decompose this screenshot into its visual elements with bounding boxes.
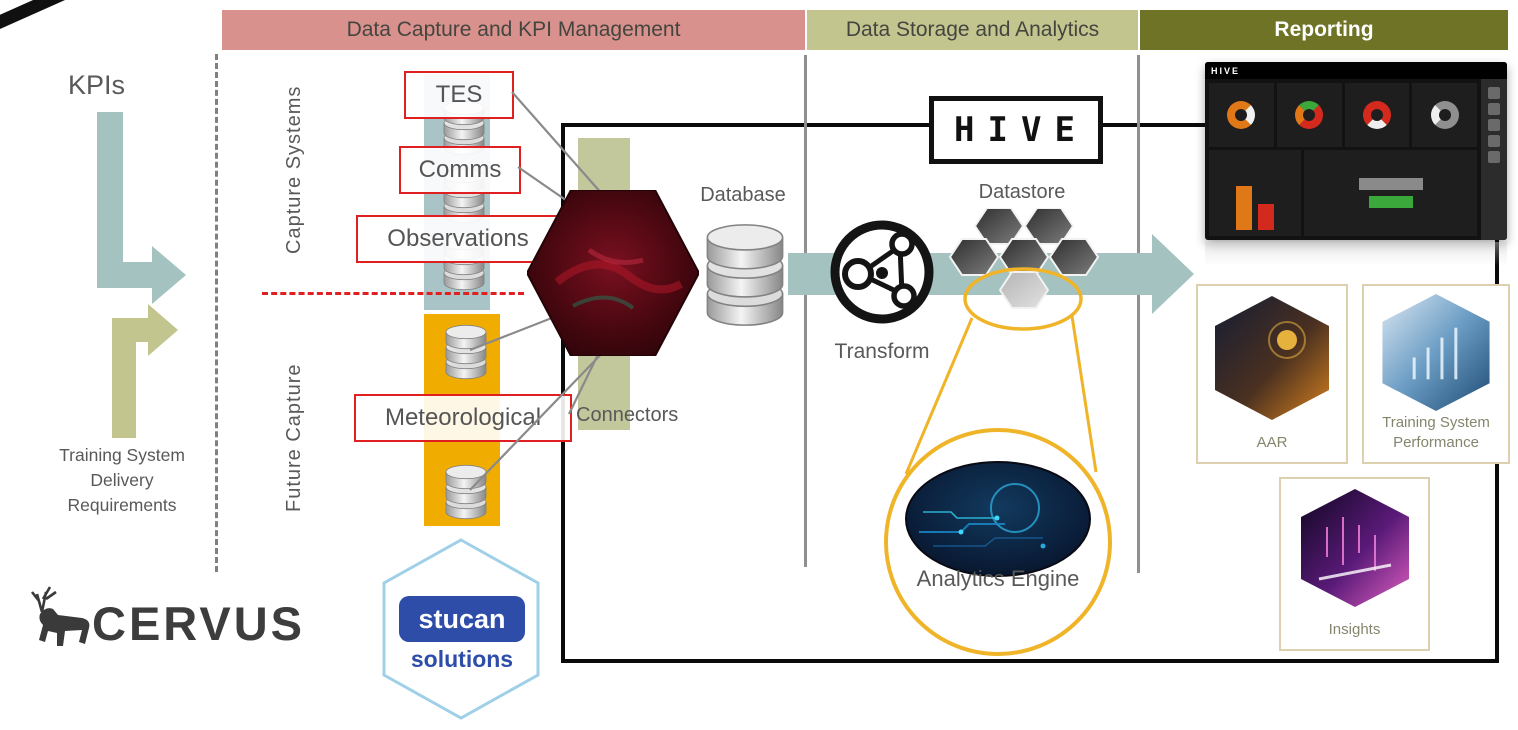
insights-label: Insights — [1328, 620, 1381, 638]
deer-icon — [30, 586, 90, 646]
dashboard-donut-3 — [1344, 83, 1410, 147]
kpi-dashed-separator — [215, 54, 218, 572]
dashboard-reflection — [1205, 242, 1507, 266]
kpi-arrow-icon — [97, 112, 123, 288]
database-label: Database — [700, 184, 786, 206]
analytics-engine-label: Analytics Engine — [916, 566, 1080, 591]
insights-card: Insights — [1279, 477, 1430, 651]
dashboard-toolbar — [1481, 79, 1507, 240]
meteorological-box: Meteorological — [354, 394, 572, 442]
dashboard-brand-text: HIVE — [1211, 65, 1241, 76]
datastore-label: Datastore — [978, 181, 1066, 203]
transform-icon — [830, 220, 934, 324]
header-capture-section: Data Capture and KPI Management — [222, 10, 805, 50]
dashboard-donut-2 — [1276, 83, 1342, 147]
dashboard-titlebar: HIVE — [1205, 62, 1507, 79]
capture-future-divider — [262, 292, 524, 295]
transform-label: Transform — [834, 340, 930, 363]
insights-hexagon-image — [1300, 489, 1409, 607]
datastore-hexagons-icon — [948, 208, 1100, 309]
kpi-arrow-bend — [97, 262, 153, 288]
dashboard-bar-chart — [1209, 150, 1301, 236]
tsp-hexagon-image — [1382, 293, 1490, 412]
stucan-logo-text: stucan — [399, 596, 525, 642]
header-storage-section: Data Storage and Analytics — [807, 10, 1138, 50]
analytics-engine-image — [905, 461, 1091, 577]
dashboard-preview: HIVE — [1205, 62, 1507, 240]
tsp-label: Training System Performance — [1382, 414, 1490, 451]
dataflow-arrowhead-icon — [1152, 234, 1194, 314]
kpi-arrowhead-icon — [152, 246, 186, 304]
corner-mark — [0, 0, 70, 31]
section-divider-storage — [804, 55, 807, 567]
requirements-arrowhead-icon — [148, 304, 178, 356]
stucan-solutions-text: solutions — [410, 646, 514, 672]
dashboard-status-panel — [1304, 150, 1477, 236]
hive-logo: HIVE — [929, 96, 1103, 164]
comms-box: Comms — [399, 146, 521, 194]
database-icon — [440, 462, 492, 522]
future-capture-label: Future Capture — [283, 363, 305, 513]
database-stack-icon — [698, 218, 792, 332]
database-icon — [440, 322, 492, 382]
requirements-label: Training System Delivery Requirements — [59, 445, 185, 515]
dashboard-donut-1 — [1209, 83, 1274, 147]
aar-card: AAR — [1196, 284, 1348, 464]
tes-box: TES — [404, 71, 514, 119]
connectors-label: Connectors — [576, 404, 679, 426]
kpis-label: KPIs — [68, 70, 126, 100]
cervus-logo-text: CERVUS — [92, 597, 306, 650]
aar-label: AAR — [1256, 433, 1288, 451]
capture-systems-label: Capture Systems — [283, 85, 305, 255]
requirements-arrow-bend — [112, 318, 150, 342]
dashboard-donut-4 — [1412, 83, 1477, 147]
aar-hexagon-image — [1215, 296, 1329, 420]
connector-hexagon-image — [527, 190, 699, 356]
tsp-card: Training System Performance — [1362, 284, 1510, 464]
header-reporting-section: Reporting — [1140, 10, 1508, 50]
section-divider-reporting — [1137, 55, 1140, 573]
